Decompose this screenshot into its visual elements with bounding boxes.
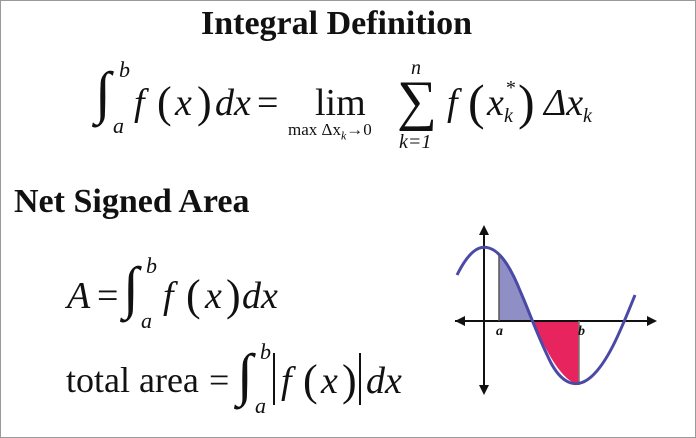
limit-lim: lim: [315, 82, 366, 124]
heading-integral-definition: Integral Definition: [201, 5, 473, 42]
variable-x: x: [175, 82, 192, 124]
differential-dx: dx: [366, 360, 402, 402]
function-f: f: [134, 82, 145, 124]
y-axis-arrow-down: [479, 385, 489, 395]
differential-dx: dx: [242, 275, 278, 317]
area-symbol-a: A: [67, 275, 91, 317]
function-f: f: [281, 360, 292, 402]
integral-upper-bound: b: [146, 253, 157, 278]
variable-x: x: [205, 275, 222, 317]
paren-open: (: [186, 271, 201, 320]
negative-area-region: [533, 321, 579, 385]
sample-point-x: x: [487, 82, 504, 124]
x-axis-arrow-right: [647, 316, 657, 326]
signed-area-graph: a b: [455, 225, 657, 395]
absolute-bar-left: [273, 353, 275, 405]
sum-paren-open: (: [468, 74, 485, 130]
differential-dx: dx: [215, 82, 251, 124]
graph-label-b: b: [578, 324, 585, 339]
graph-label-a: a: [496, 324, 503, 339]
integral-lower-bound: a: [141, 308, 152, 333]
sum-lower-bound: k=1: [399, 131, 432, 153]
function-f: f: [163, 275, 174, 317]
heading-net-signed-area: Net Signed Area: [14, 183, 250, 220]
integral-sign: ∫: [123, 255, 139, 320]
paren-close: ): [197, 78, 212, 127]
integral-lower-bound: a: [255, 393, 266, 418]
paren-open: (: [157, 78, 172, 127]
sum-paren-close: ): [518, 74, 535, 130]
paren-close: ): [342, 356, 357, 405]
sum-function-f: f: [447, 82, 458, 124]
integral-upper-bound: b: [119, 57, 130, 82]
paren-open: (: [303, 356, 318, 405]
summation-sign: ∑: [397, 70, 437, 132]
total-area-label: total area: [66, 360, 199, 400]
equals-sign: =: [257, 82, 279, 124]
x-axis-arrow-left: [455, 316, 465, 326]
variable-x: x: [321, 360, 338, 402]
sample-point-subscript: k: [504, 105, 513, 127]
limit-subscript: max Δxk→0: [288, 120, 372, 143]
absolute-bar-right: [359, 353, 361, 405]
equals-sign: =: [97, 275, 119, 317]
delta-x-subscript: k: [583, 105, 592, 127]
y-axis-arrow-up: [479, 225, 489, 235]
sum-upper-bound: n: [411, 57, 421, 79]
function-curve: [455, 245, 637, 386]
equals-sign: =: [209, 360, 230, 400]
paren-close: ): [226, 271, 241, 320]
integral-lower-bound: a: [113, 113, 124, 138]
delta-x: Δx: [544, 82, 584, 124]
integral-upper-bound: b: [260, 339, 271, 364]
sample-point-star: *: [505, 77, 515, 99]
integral-sign: ∫: [237, 342, 253, 407]
integral-sign: ∫: [95, 60, 111, 125]
